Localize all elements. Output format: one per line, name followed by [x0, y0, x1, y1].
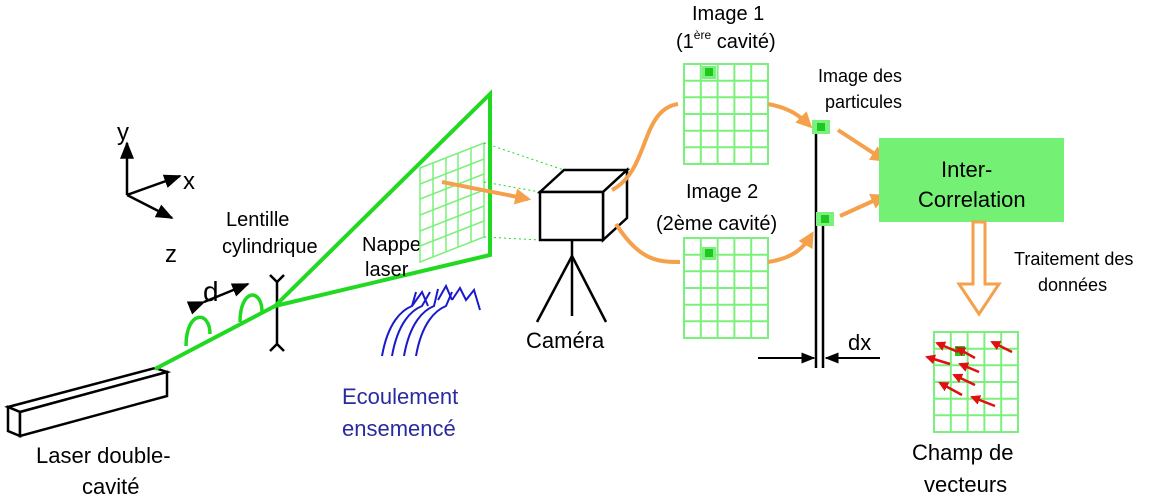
image1-to-particle-arrow: [767, 102, 813, 129]
axis-y-label: y: [117, 119, 129, 146]
correlation-label-line2: Correlation: [918, 187, 1026, 212]
laser-beam: [154, 304, 276, 371]
camera-to-image2-curve: [614, 222, 681, 264]
sheet-label-line1: Nappe: [362, 234, 421, 256]
processing-label-line1: Traitement des: [1014, 249, 1133, 269]
view-lines: [483, 142, 565, 241]
camera-label: Caméra: [526, 328, 605, 353]
particles-label-line2: particules: [825, 92, 902, 112]
image2-grid: [683, 237, 769, 339]
correlation-box: [879, 138, 1064, 222]
image1-label-line2: (1ère cavité): [676, 28, 776, 53]
laser-sheet: [268, 89, 492, 310]
image2-label-line2: (2ème cavité): [656, 213, 777, 235]
axis-z-label: z: [165, 241, 177, 268]
image2-label-line1: Image 2: [686, 181, 758, 203]
image1-particle: [705, 68, 713, 76]
vector-arrows-icon: [925, 340, 1013, 408]
flow-label-line1: Ecoulement: [342, 384, 458, 409]
particle-image1: [817, 123, 825, 131]
laser-box-icon: [4, 366, 172, 438]
spacing-d-label: d: [203, 276, 219, 307]
correlation-label-line1: Inter-: [941, 157, 992, 182]
axis-triad-icon: [120, 141, 182, 220]
flow-label-line2: ensemencé: [342, 416, 456, 441]
spacing-arrow: [186, 282, 250, 315]
image2-to-particle-arrow: [767, 231, 814, 264]
cylindrical-lens-icon: [269, 274, 285, 352]
processing-label-line2: données: [1038, 275, 1107, 295]
particle-image2: [821, 215, 829, 223]
particle-bars: [814, 132, 825, 368]
processing-arrow: [956, 220, 1002, 317]
particle2-to-corr-arrow: [839, 194, 887, 218]
laser-label-line1: Laser double-: [36, 443, 171, 468]
image1-grid: [683, 63, 769, 165]
laser-label-line2: cavité: [82, 474, 139, 499]
tripod-icon: [535, 240, 608, 323]
field-label-line2: vecteurs: [924, 472, 1007, 497]
sheet-to-camera-arrow: [441, 180, 532, 205]
lens-label-line2: cylindrique: [222, 236, 318, 258]
dx-label: dx: [848, 330, 871, 355]
flow-streamlines-icon: [381, 283, 481, 357]
lens-label-line1: Lentille: [226, 209, 289, 231]
camera-icon: [536, 167, 631, 243]
particles-label-line1: Image des: [818, 66, 902, 86]
camera-to-image1-curve: [610, 102, 679, 192]
axis-x-label: x: [183, 168, 195, 195]
field-label-line1: Champ de: [912, 440, 1014, 465]
sheet-label-line2: laser: [365, 259, 409, 281]
sheet-grid: [419, 141, 485, 264]
image2-particle: [705, 249, 713, 257]
image1-label-line1: Image 1: [692, 3, 764, 25]
particle1-to-corr-arrow: [836, 128, 887, 162]
